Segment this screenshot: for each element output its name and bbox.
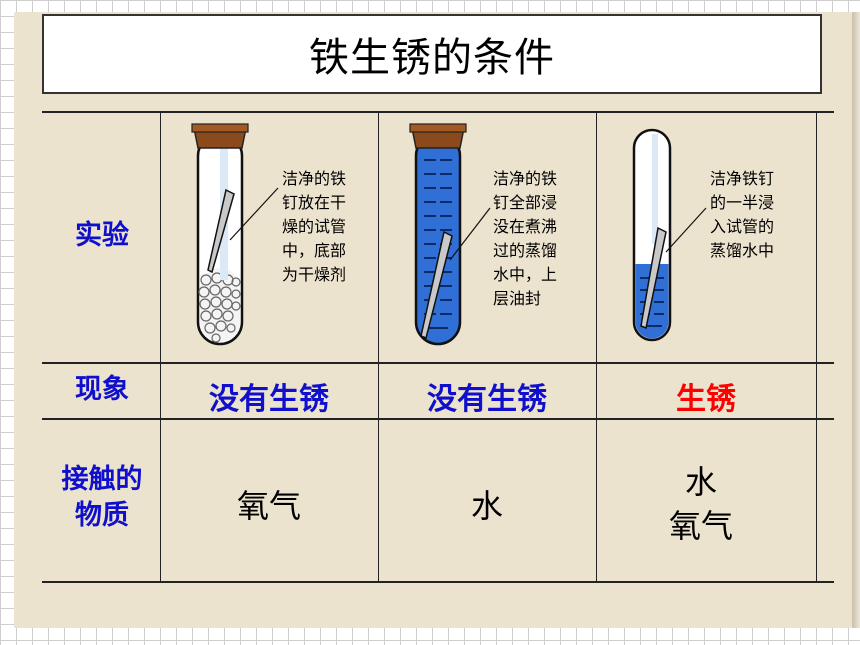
row-label-phenomenon: 现象 (75, 374, 129, 405)
contact-water-oxygen: 水 氧气 (668, 463, 733, 545)
row-label-contact: 接触的 物质 (61, 464, 143, 531)
pointer-line (449, 207, 491, 261)
glass-highlight (652, 134, 658, 244)
result-no-rust-2: 没有生锈 (427, 382, 547, 417)
iron-nail (640, 226, 667, 330)
row-label-experiment: 实验 (75, 220, 129, 251)
tube-water (414, 132, 462, 346)
test-tube-half (632, 128, 707, 342)
test-tube-submerged (409, 123, 491, 346)
experiment-note-3: 洁净铁钉 的一半浸 入试管的 蒸馏水中 (710, 169, 775, 260)
title-box: 铁生锈的条件 (42, 14, 822, 94)
pointer-line (229, 187, 279, 241)
pointer-line (665, 207, 707, 253)
page-title: 铁生锈的条件 (309, 35, 555, 81)
contact-water: 水 (470, 487, 503, 525)
test-tube-dry (191, 123, 279, 346)
iron-nail (207, 188, 235, 274)
iron-nail (420, 230, 453, 340)
contact-oxygen: 氧气 (236, 487, 301, 525)
cork-top (191, 123, 249, 133)
experiment-note-1: 洁净的铁 钉放在干 燥的试管 中，底部 为干燥剂 (282, 169, 347, 284)
result-no-rust-1: 没有生锈 (209, 382, 329, 417)
cork-top (409, 123, 467, 133)
result-rust: 生锈 (676, 382, 736, 417)
experiment-note-2: 洁净的铁 钉全部浸 没在煮沸 过的蒸馏 水中，上 层油封 (493, 169, 558, 308)
